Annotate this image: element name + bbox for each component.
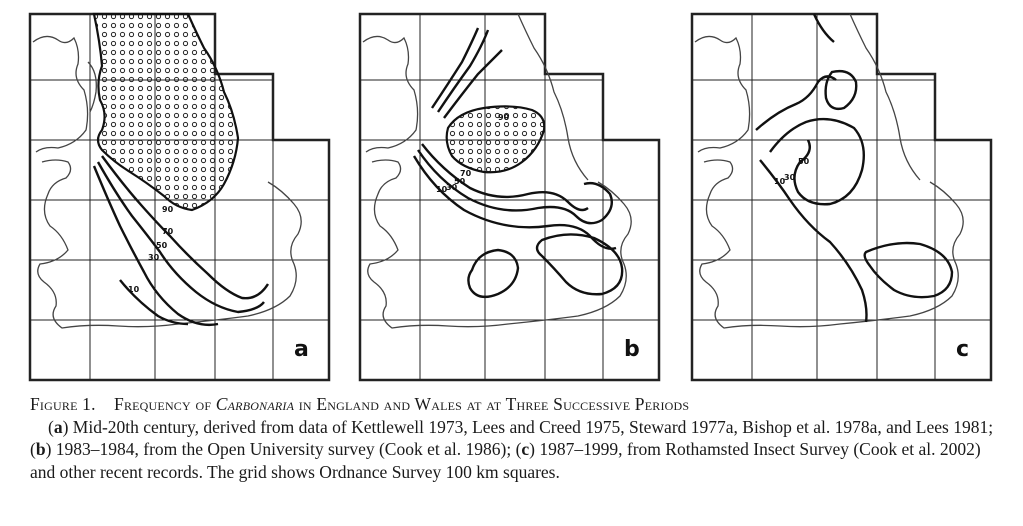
contour-label: 90 (162, 205, 174, 214)
grid-frame (690, 12, 993, 382)
contour-labels: 90 70 50 30 10 (436, 113, 510, 194)
title-text: in England and Wales at at Three Success… (298, 394, 690, 414)
coastline (32, 35, 302, 329)
contour-label: 30 (784, 173, 796, 182)
figure-label: Figure 1. (30, 394, 96, 414)
caption-body: (a) Mid-20th century, derived from data … (30, 416, 994, 482)
contour-label: 50 (156, 241, 168, 250)
caption-part-text: 1983–1984, from the Open University surv… (55, 439, 512, 459)
map-b-svg: 90 70 50 30 10 b (358, 12, 661, 382)
figure-caption: Figure 1. Frequency of Carbonaria in Eng… (30, 393, 1010, 483)
map-c-svg: 50 30 10 c (690, 12, 993, 382)
caption-title: Figure 1. Frequency of Carbonaria in Eng… (30, 393, 1010, 416)
contour-label: 90 (498, 113, 510, 122)
shaded-region (92, 12, 240, 212)
contour-label: 50 (454, 177, 466, 186)
contour-label: 70 (162, 227, 174, 236)
caption-part-label: c (521, 439, 530, 459)
contour-label: 50 (798, 157, 810, 166)
caption-part-label: a (53, 416, 63, 437)
contour-label: 30 (446, 183, 458, 192)
map-a-svg: 90 70 50 30 10 a (28, 12, 331, 382)
coastline (362, 13, 632, 329)
contour-label: 10 (128, 285, 140, 294)
contour-label: 30 (148, 253, 160, 262)
contour-label: 10 (774, 177, 786, 186)
panel-letter: a (294, 337, 309, 362)
coastline (694, 13, 964, 329)
shaded-region (445, 105, 546, 174)
contour-labels: 50 30 10 (774, 157, 810, 186)
title-italic: Carbonaria (215, 394, 295, 414)
map-panel-a: 90 70 50 30 10 a (28, 12, 331, 382)
caption-part-text: 1987–1999, from Rothamsted Insect Survey… (30, 439, 981, 482)
contour-label: 70 (460, 169, 472, 178)
contour-lines (412, 27, 624, 299)
contour-lines (92, 155, 270, 327)
caption-part-text: Mid-20th century, derived from data of K… (72, 416, 994, 437)
caption-part-label: b (35, 439, 46, 459)
map-panel-b: 90 70 50 30 10 b (358, 12, 661, 382)
panel-letter: b (624, 337, 640, 362)
contour-label: 10 (436, 185, 448, 194)
contour-labels: 90 70 50 30 10 (128, 205, 174, 294)
map-panel-c: 50 30 10 c (690, 12, 993, 382)
title-text: Frequency of (114, 394, 212, 414)
panel-letter: c (956, 337, 969, 362)
contour-lines (755, 13, 954, 323)
